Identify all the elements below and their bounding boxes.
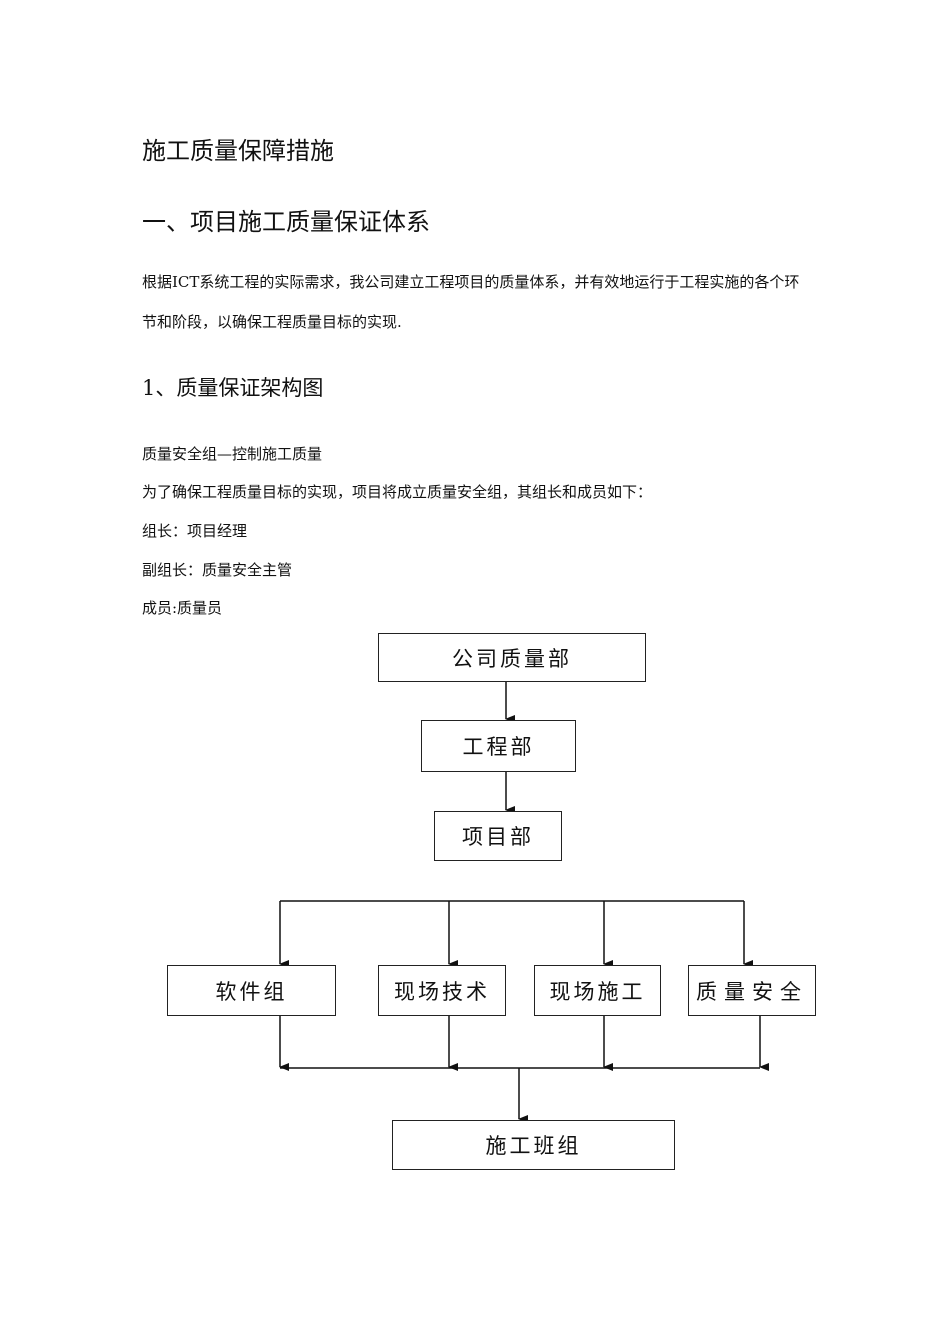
node-site-construction: 现场施工 [534,965,661,1016]
node-project-dept: 项目部 [434,811,562,861]
paragraph-line: 节和阶段，以确保工程质量目标的实现. [142,313,402,331]
document-title: 施工质量保障措施 [142,137,334,165]
node-company-quality-dept: 公司质量部 [378,633,646,682]
paragraph-line: 根据ICT系统工程的实际需求，我公司建立工程项目的质量体系，并有效地运行于工程实… [142,273,800,291]
text-line: 副组长：质量安全主管 [142,561,293,579]
text-line: 组长：项目经理 [142,522,248,540]
node-software-group: 软件组 [167,965,336,1016]
node-quality-safety: 质量安全 [688,965,816,1016]
node-construction-team: 施工班组 [392,1120,675,1170]
subsection-heading: 1、质量保证架构图 [142,376,324,400]
node-engineering-dept: 工程部 [421,720,576,772]
section-heading: 一、项目施工质量保证体系 [142,208,430,236]
text-line: 质量安全组—控制施工质量 [142,445,323,463]
node-site-technical: 现场技术 [378,965,506,1016]
text-line: 为了确保工程质量目标的实现，项目将成立质量安全组，其组长和成员如下： [142,483,653,501]
text-line: 成员:质量员 [142,599,223,617]
